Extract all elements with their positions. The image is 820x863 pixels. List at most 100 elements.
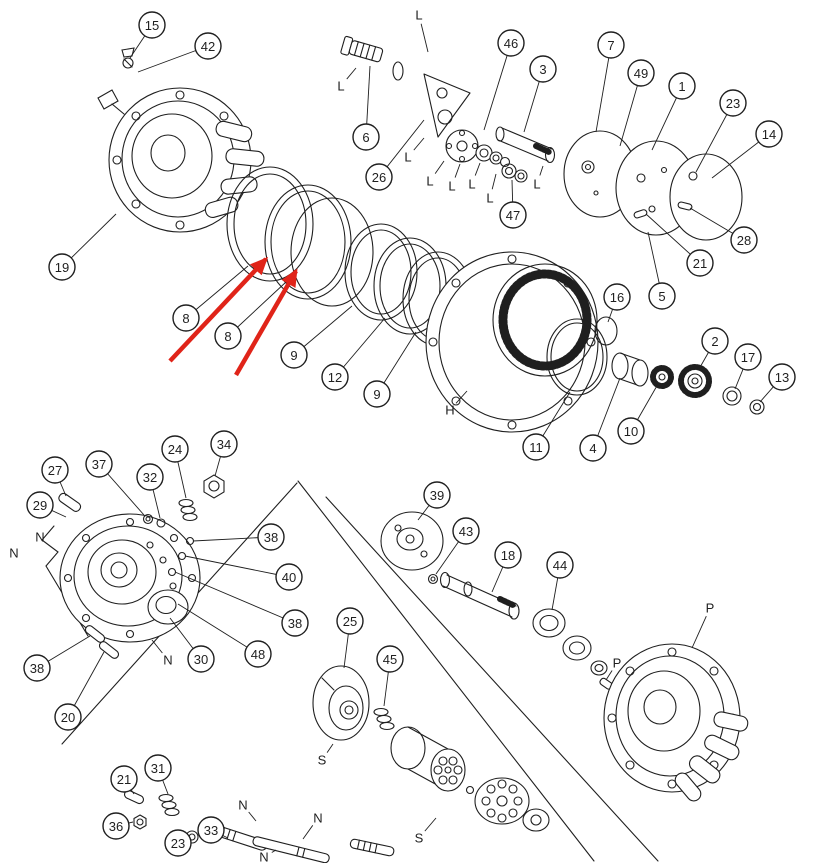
callout-number: 36	[109, 819, 123, 834]
callout-balloon-47-6: 47	[499, 201, 527, 229]
callout-balloon-23-10: 23	[719, 89, 747, 117]
callout-number: 40	[282, 570, 296, 585]
callout-number: 38	[264, 530, 278, 545]
bottom-assembly-art	[41, 474, 749, 863]
gearbox-housing-art	[59, 513, 201, 643]
triangular-plate-art	[423, 73, 471, 138]
callout-balloon-18-43: 18	[494, 541, 522, 569]
letter-label-N-9: N	[35, 530, 44, 545]
callout-number: 25	[343, 614, 357, 629]
bolt-art	[340, 35, 404, 81]
callout-number: 37	[92, 457, 106, 472]
leader-line	[424, 817, 437, 832]
callout-number: 27	[48, 463, 62, 478]
retaining-ring-art	[546, 318, 608, 396]
annotation-arrows-layer	[168, 256, 298, 377]
callout-number: 16	[610, 290, 624, 305]
callout-balloon-21-13: 21	[686, 249, 714, 277]
callout-number: 30	[194, 652, 208, 667]
callout-balloon-8-17: 8	[214, 322, 242, 350]
callout-number: 43	[459, 524, 473, 539]
letter-label-L-2: L	[404, 150, 411, 165]
callout-balloon-12-19: 12	[321, 363, 349, 391]
callout-number: 23	[726, 96, 740, 111]
callout-number: 39	[430, 488, 444, 503]
callout-number: 8	[224, 329, 231, 344]
letter-label-L-3: L	[426, 174, 433, 189]
swash-plate-art	[312, 665, 395, 741]
callouts-layer: 1542626463477491231428215198891291621713…	[23, 11, 796, 857]
letter-label-L-0: L	[415, 8, 422, 23]
leader-line	[474, 162, 481, 176]
callout-number: 49	[634, 66, 648, 81]
callout-number: 48	[251, 647, 265, 662]
callout-balloon-38-36: 38	[281, 609, 309, 637]
callout-balloon-4-26: 4	[579, 434, 607, 462]
small-washers-art	[722, 386, 765, 415]
leader-line	[346, 67, 357, 80]
callout-number: 6	[362, 130, 369, 145]
gear-art	[678, 364, 712, 398]
callout-number: 31	[151, 761, 165, 776]
callout-number: 26	[372, 170, 386, 185]
callout-balloon-40-35: 40	[275, 563, 303, 591]
washer-stack-art	[445, 126, 556, 183]
letter-label-L-7: L	[533, 177, 540, 192]
callout-balloon-14-11: 14	[755, 120, 783, 148]
leader-line	[691, 616, 707, 649]
callout-number: 12	[328, 370, 342, 385]
leader-line	[491, 173, 497, 190]
leader-line	[326, 743, 334, 753]
callout-balloon-10-27: 10	[617, 417, 645, 445]
callout-balloon-2-22: 2	[701, 327, 729, 355]
callout-balloon-17-23: 17	[734, 343, 762, 371]
callout-balloon-8-16: 8	[172, 304, 200, 332]
callout-balloon-30-38: 30	[187, 645, 215, 673]
leader-line	[454, 163, 461, 178]
red-annotation-arrow-2	[234, 268, 298, 377]
callout-number: 23	[171, 836, 185, 851]
callout-number: 10	[624, 424, 638, 439]
callout-balloon-32-30: 32	[136, 463, 164, 491]
cylinder-block-art	[390, 726, 466, 792]
callout-balloon-9-20: 9	[363, 380, 391, 408]
callout-balloon-6-2: 6	[352, 123, 380, 151]
callout-number: 29	[33, 498, 47, 513]
callout-balloon-15-0: 15	[138, 11, 166, 39]
callout-number: 8	[182, 311, 189, 326]
callout-balloon-49-8: 49	[627, 59, 655, 87]
callout-balloon-38-39: 38	[23, 654, 51, 682]
callout-balloon-33-51: 33	[197, 816, 225, 844]
callout-number: 32	[143, 470, 157, 485]
leader-line	[434, 160, 445, 174]
callout-number: 7	[607, 38, 614, 53]
bottom-fasteners-art	[124, 789, 395, 863]
callout-number: 38	[30, 661, 44, 676]
letter-label-L-5: L	[468, 177, 475, 192]
callout-number: 28	[737, 233, 751, 248]
left-motor-housing-art	[108, 87, 265, 233]
splined-coupling-art	[650, 365, 674, 389]
brake-disc-art	[380, 511, 444, 585]
callout-balloon-25-45: 25	[336, 607, 364, 635]
leader-line	[595, 44, 612, 133]
callout-balloon-38-34: 38	[257, 523, 285, 551]
letter-label-L-6: L	[486, 191, 493, 206]
callout-number: 9	[290, 348, 297, 363]
callout-balloon-16-21: 16	[603, 283, 631, 311]
callout-number: 5	[658, 289, 665, 304]
callout-number: 11	[529, 440, 543, 455]
letter-label-N-12: N	[238, 798, 247, 813]
callout-number: 19	[55, 260, 69, 275]
letter-label-P-17: P	[706, 601, 715, 616]
leader-line	[177, 603, 259, 655]
cover-disc-c-art	[669, 153, 743, 241]
callout-number: 38	[288, 616, 302, 631]
letter-label-L-4: L	[448, 179, 455, 194]
letter-label-N-10: N	[9, 546, 18, 561]
callout-balloon-20-40: 20	[54, 703, 82, 731]
callout-balloon-21-48: 21	[110, 765, 138, 793]
leader-line	[248, 811, 257, 822]
